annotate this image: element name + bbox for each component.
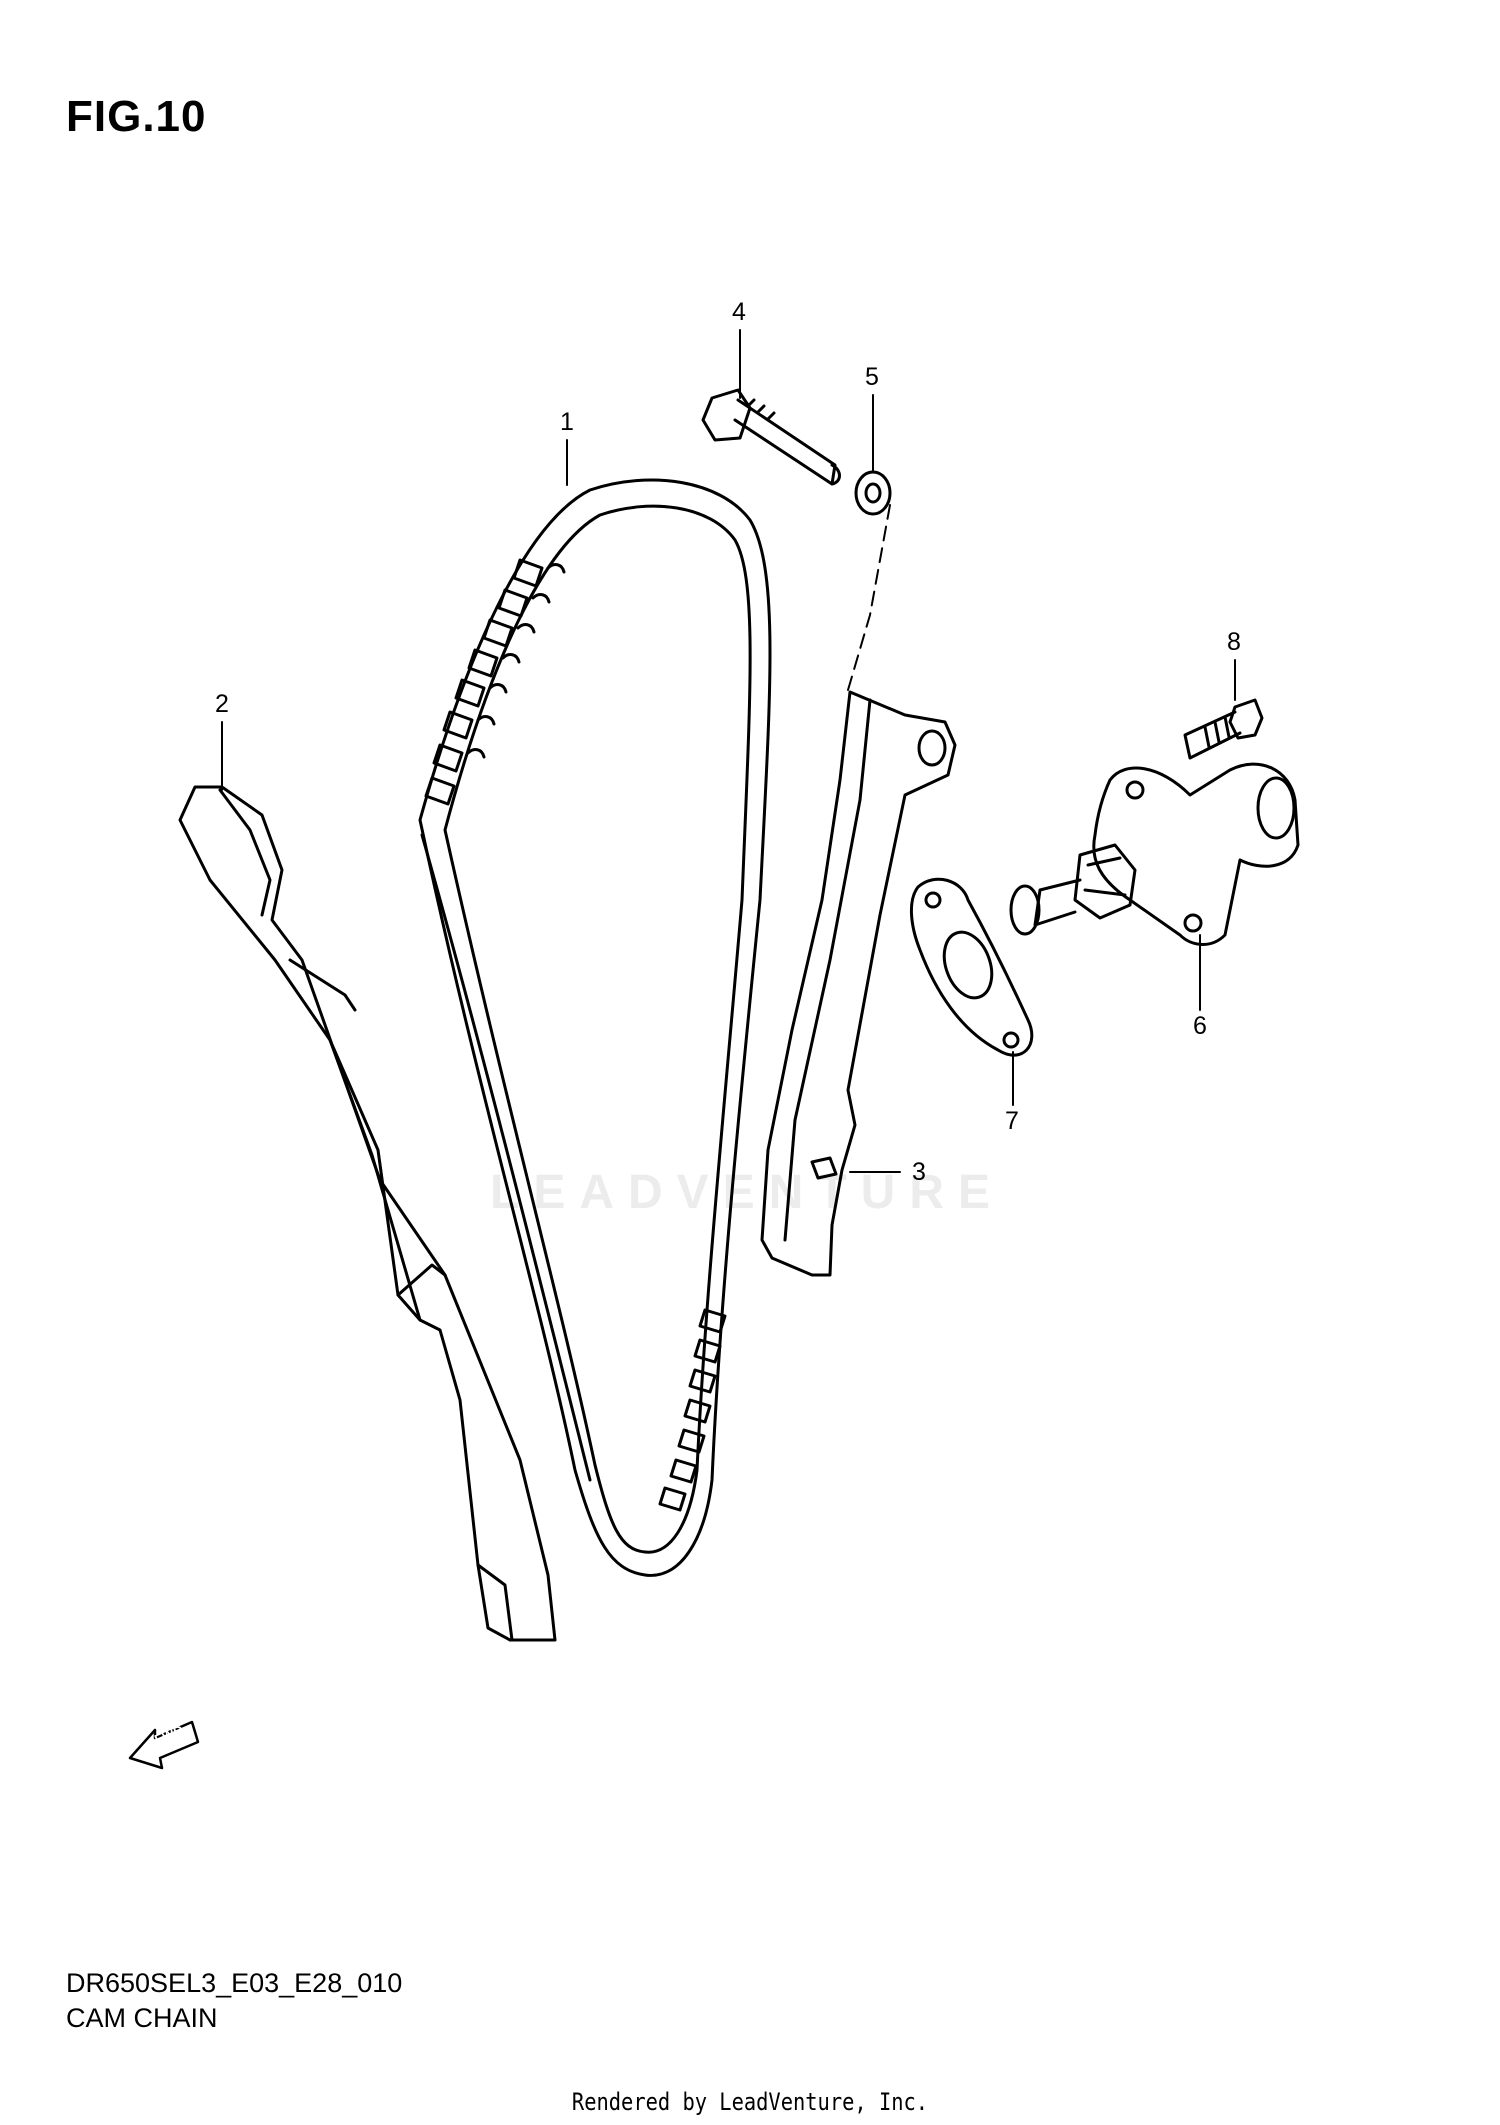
callout-1: 1 [560,408,574,436]
callout-6: 6 [1193,1012,1207,1040]
cam-chain-guide-part [178,785,557,1642]
bolt-part-8 [1183,698,1264,760]
fwd-arrow-icon [128,1720,200,1770]
diagram-code: DR650SEL3_E03_E28_010 [66,1968,403,1998]
callout-3: 3 [912,1158,926,1186]
callout-2: 2 [215,690,229,718]
figure-title: FIG.10 [66,92,207,141]
callout-8: 8 [1227,628,1241,656]
alignment-line [847,504,891,691]
callout-4: 4 [732,298,746,326]
callout-5: 5 [865,363,879,391]
bolt-part-4 [701,388,841,486]
diagram-name: CAM CHAIN [66,2003,218,2033]
cam-chain-part [418,478,772,1577]
callout-leaders [221,329,1236,1173]
gasket-part [909,877,1034,1057]
cam-chain-tensioner-part [760,690,957,1277]
callout-7: 7 [1005,1107,1019,1135]
rendered-by-credit: Rendered by LeadVenture, Inc. [571,2088,929,2116]
watermark: LEADVENTURE [490,1166,1005,1219]
tensioner-adjuster-part [1009,762,1300,946]
washer-part [854,470,892,516]
